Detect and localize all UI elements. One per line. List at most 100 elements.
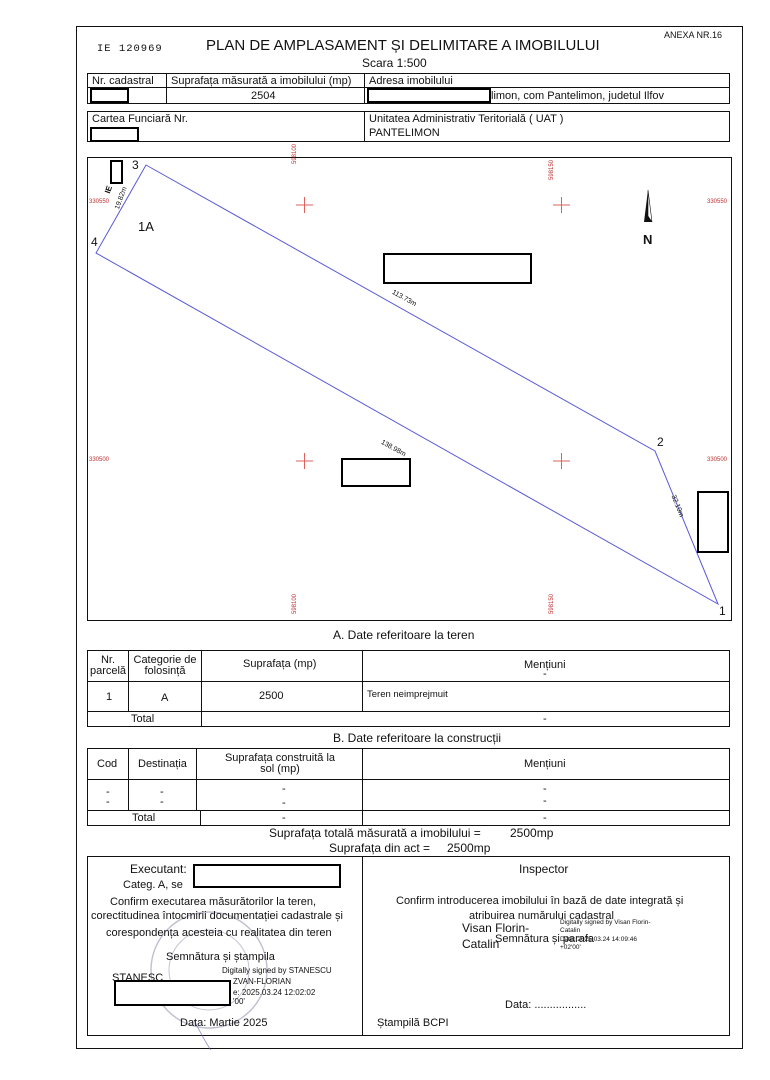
executant-line-3: corespondența acesteia cu realitatea din…	[106, 927, 332, 939]
redacted-cadastral-number	[90, 88, 129, 103]
section-b-r1-ment: -	[543, 783, 547, 795]
cadastral-label: Nr. cadastral	[92, 75, 154, 87]
surface-value: 2504	[251, 90, 276, 102]
inspector-title: Inspector	[519, 862, 569, 876]
section-b-total-mentions: -	[543, 812, 547, 824]
vertex-4: 4	[91, 235, 98, 249]
section-b-r2-dest: -	[160, 796, 164, 808]
section-b-r2-code: -	[106, 796, 110, 808]
surface-label: Suprafața măsurată a imobilului (mp)	[171, 75, 352, 87]
grid-label-x-top-2: 598150	[549, 159, 555, 180]
inspector-signature-line-1: Digitally signed by Visan Florin-	[560, 919, 651, 926]
document-code: IE 120969	[97, 43, 163, 55]
section-b-total-label: Total	[132, 812, 156, 824]
land-book-label: Cartea Funciară Nr.	[92, 113, 188, 125]
grid-label-y-mid-left: 330500	[89, 457, 110, 463]
inspector-signature-line-2: Catalin	[560, 927, 581, 934]
inspector-date: Data: .................	[505, 999, 587, 1011]
vertex-1: 1	[719, 604, 726, 618]
redacted-plan-mark-3	[341, 458, 411, 487]
section-b-r2-ment: -	[543, 795, 547, 807]
redacted-plan-mark-4	[697, 491, 729, 553]
executant-signature-line-4: '00'	[233, 997, 245, 1006]
inspector-stamp-label: Ștampilă BCPI	[377, 1017, 449, 1029]
section-a-row-mentions: Teren neimprejmuit	[367, 689, 448, 700]
grid-label-x-bottom-1: 598100	[292, 593, 298, 614]
inspector-line-1: Confirm introducerea imobilului în bază …	[396, 895, 684, 907]
vertex-3: 3	[132, 158, 139, 172]
section-a-total-value: -	[543, 713, 547, 725]
inspector-name-1: Visan Florin-	[462, 921, 530, 935]
section-b-header-mentions: Mențiuni	[524, 758, 566, 770]
section-b-header-code: Cod	[97, 758, 118, 770]
total-measured-label: Suprafața totală măsurată a imobilului =	[269, 826, 481, 840]
executant-stamp-icon	[150, 911, 268, 1050]
redacted-address	[367, 88, 491, 103]
executant-category: Categ. A, se	[123, 879, 183, 891]
vertex-2: 2	[657, 435, 664, 449]
act-surface-label: Suprafața din act =	[329, 841, 431, 855]
grid-label-y-mid-right: 330500	[707, 457, 728, 463]
executant-date: Data: Martie 2025	[180, 1017, 268, 1029]
section-a-row-category: A	[161, 692, 169, 704]
section-b-title: B. Date referitoare la construcții	[333, 731, 502, 745]
section-b-r1-dest: -	[160, 786, 164, 798]
redacted-executant-signer	[114, 980, 231, 1006]
redacted-plan-mark-2	[383, 253, 532, 284]
grid-label-x-bottom-2: 598150	[549, 593, 555, 614]
executant-signature-line-1: Digitally signed by STANESCU	[222, 966, 332, 975]
inspector-sign-label: Semnătura și parafa	[495, 933, 595, 945]
executant-title: Executant:	[130, 862, 187, 876]
land-book-table	[87, 111, 730, 142]
section-a-title: A. Date referitoare la teren	[333, 628, 475, 642]
section-b-header-surface: Suprafața construită la sol (mp)	[224, 752, 336, 775]
annex-label: ANEXA NR.16	[664, 30, 723, 40]
uat-label: Unitatea Administrativ Teritorială ( UAT…	[369, 113, 564, 125]
property-table	[87, 73, 730, 104]
executant-line-2: corectitudinea întocmirii documentației …	[91, 910, 343, 922]
signature-section	[87, 856, 730, 1036]
act-surface-value: 2500mp	[447, 841, 491, 855]
section-a-total-label: Total	[131, 713, 155, 725]
redacted-plan-mark-1	[110, 160, 123, 184]
parcel-label: 1A	[138, 219, 154, 234]
section-b-total-value: -	[282, 812, 286, 824]
executant-sign-label: Semnătura și ștampila	[166, 951, 275, 963]
grid-label-y-top-left: 330550	[89, 199, 110, 205]
executant-signature-line-2: ZVAN-FLORIAN	[233, 977, 292, 986]
inspector-name-2: Catalin	[462, 937, 500, 951]
parcel-boundary	[95, 164, 720, 606]
section-b-header-destination: Destinația	[138, 758, 187, 770]
page-frame	[76, 26, 743, 1049]
address-value: limon, com Pantelimon, judetul Ilfov	[491, 90, 665, 102]
inspector-signature-line-4: +02'00'	[560, 944, 581, 951]
executant-signer: STANESC	[112, 972, 164, 984]
redacted-land-book-number	[90, 127, 139, 142]
section-b-table	[87, 748, 730, 826]
grid-label-x-top-1: 598100	[292, 143, 298, 164]
section-a-header-dash: -	[543, 668, 547, 680]
section-a-row-parcel: 1	[106, 691, 113, 703]
section-a-table	[87, 650, 730, 727]
total-measured-value: 2500mp	[510, 826, 554, 840]
site-plan-frame	[87, 157, 732, 621]
section-a-header-category: Categorie de folosință	[133, 654, 197, 677]
section-b-r1-surf: -	[282, 783, 286, 795]
north-label: N	[643, 232, 653, 247]
uat-value: PANTELIMON	[369, 127, 440, 139]
section-a-row-surface: 2500	[259, 690, 284, 702]
section-b-r1-code: -	[106, 786, 110, 798]
section-a-header-mentions: Mențiuni	[524, 659, 566, 671]
section-a-header-parcel: Nr. parcelă	[89, 654, 127, 677]
page-title: PLAN DE AMPLASAMENT ȘI DELIMITARE A IMOB…	[206, 37, 600, 54]
section-b-r2-surf: -	[282, 797, 286, 809]
inspector-signature-line-3: Date: 2025.03.24 14:09:46	[560, 936, 637, 943]
redacted-executant-name	[193, 864, 341, 888]
section-a-header-surface: Suprafața (mp)	[243, 658, 317, 670]
executant-signature-line-3: e: 2025.03.24 12:02:02	[233, 988, 316, 997]
grid-label-y-top-right: 330550	[707, 199, 728, 205]
executant-line-1: Confirm executarea măsurătorilor la tere…	[110, 896, 317, 908]
inspector-line-2: atribuirea numărului cadastral	[469, 910, 614, 922]
address-label: Adresa imobilului	[369, 75, 453, 87]
